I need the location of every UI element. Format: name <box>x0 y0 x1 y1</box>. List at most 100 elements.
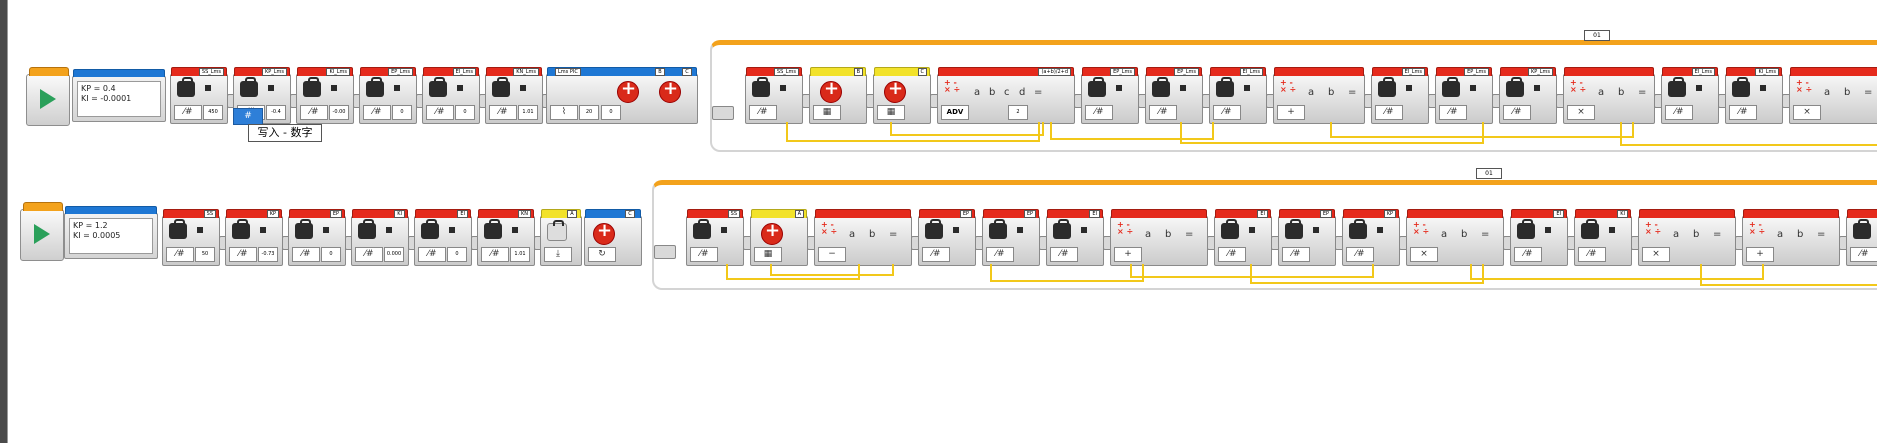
port-label[interactable]: B <box>655 68 665 76</box>
mode-selector[interactable]: ⁄# <box>355 247 383 262</box>
math-mode-selector[interactable]: × <box>1642 247 1670 262</box>
blue-pid-block[interactable]: Lms PIC B C 20 0 ⌇ <box>546 67 698 124</box>
program-block[interactable]: EP ⁄#0 <box>288 209 346 266</box>
program-block[interactable]: A▦ <box>750 209 808 266</box>
value-field[interactable]: 0 <box>447 247 467 262</box>
program-block[interactable]: EP_Lms ⁄#0 <box>359 67 417 124</box>
loop-block-row1[interactable] <box>710 40 1877 152</box>
block-name[interactable]: EP <box>1319 210 1332 218</box>
color-sensor-block[interactable]: A ⤓ <box>540 209 582 266</box>
mode-selector[interactable]: ▦ <box>813 105 841 120</box>
mode-selector[interactable]: ⁄# <box>1149 105 1177 120</box>
program-block[interactable]: KI ⁄#0.000 <box>351 209 409 266</box>
block-name[interactable]: EI <box>1553 210 1564 218</box>
mode-selector[interactable]: ⁄# <box>166 247 194 262</box>
math-mode-selector[interactable]: + <box>1746 247 1774 262</box>
value-field[interactable]: 1.01 <box>518 105 538 120</box>
program-block[interactable]: KN⁄#1.01 <box>477 209 535 266</box>
program-block[interactable]: EI⁄#0 <box>414 209 472 266</box>
block-name[interactable]: EI_Lms <box>1401 68 1425 76</box>
program-block[interactable]: B▦ <box>809 67 867 124</box>
value-field[interactable]: 0 <box>601 105 621 120</box>
loop-block-row2[interactable] <box>652 180 1877 290</box>
program-block[interactable]: EP ⁄# <box>918 209 976 266</box>
block-name[interactable]: SS <box>203 210 216 218</box>
start-block-row2[interactable] <box>20 202 64 261</box>
block-name[interactable]: EP <box>1023 210 1036 218</box>
mode-selector[interactable]: ⁄# <box>363 105 391 120</box>
mode-selector[interactable]: ▦ <box>877 105 905 120</box>
block-name[interactable]: EP_Lms <box>388 68 413 76</box>
mode-selector[interactable]: ⁄# <box>1346 247 1374 262</box>
block-name[interactable]: C <box>917 68 927 76</box>
program-block[interactable]: EP_Lms⁄# <box>1435 67 1493 124</box>
block-name[interactable]: KI_Lms <box>326 68 350 76</box>
program-block[interactable]: EP_Lms⁄# <box>1081 67 1139 124</box>
data-wire[interactable] <box>1620 122 1877 146</box>
program-block[interactable]: EI_Lms ⁄# <box>1371 67 1429 124</box>
data-wire[interactable] <box>1180 122 1484 144</box>
block-name[interactable]: KI <box>394 210 405 218</box>
mode-selector[interactable]: ⁄# <box>292 247 320 262</box>
program-block[interactable]: EP_Lms ⁄# <box>1145 67 1203 124</box>
mode-selector[interactable]: ⁄# <box>922 247 950 262</box>
block-name[interactable]: B <box>853 68 863 76</box>
play-icon[interactable] <box>40 89 56 109</box>
data-wire[interactable] <box>1050 122 1214 140</box>
program-block[interactable]: EI⁄# <box>1214 209 1272 266</box>
value-field[interactable]: -0.4 <box>266 105 286 120</box>
program-block[interactable]: SS_Lms⁄#450 <box>170 67 228 124</box>
value-field[interactable]: 0 <box>392 105 412 120</box>
comment-block-row2[interactable]: KP = 1.2 KI = 0.0005 <box>64 206 158 259</box>
mode-selector[interactable]: ⁄# <box>1218 247 1246 262</box>
block-name[interactable]: EI <box>457 210 468 218</box>
selected-mode-button[interactable]: # <box>233 108 263 125</box>
mode-selector[interactable]: ⁄# <box>986 247 1014 262</box>
mode-selector[interactable]: ⁄# <box>1375 105 1403 120</box>
program-block[interactable]: EI_Lms⁄# <box>1661 67 1719 124</box>
block-name[interactable]: EP <box>329 210 342 218</box>
data-wire[interactable] <box>990 264 1144 282</box>
mode-selector[interactable]: ⁄# <box>1085 105 1113 120</box>
block-name[interactable]: SS <box>727 210 740 218</box>
math-mode-selector[interactable]: + <box>1277 105 1305 120</box>
program-block[interactable]: KP⁄#-0.73 <box>225 209 283 266</box>
program-block[interactable]: EI ⁄# <box>1510 209 1568 266</box>
block-name[interactable]: EI_Lms <box>452 68 476 76</box>
data-wire[interactable] <box>726 264 860 280</box>
block-name[interactable]: EP_Lms <box>1174 68 1199 76</box>
value-field[interactable]: 0 <box>321 247 341 262</box>
program-block[interactable]: KN⁄# <box>1846 209 1877 266</box>
mode-selector[interactable]: ⁄# <box>1578 247 1606 262</box>
program-block[interactable]: KN_Lms⁄#1.01 <box>485 67 543 124</box>
program-block[interactable]: SS_Lms ⁄# <box>745 67 803 124</box>
mode-selector[interactable]: ▦ <box>754 247 782 262</box>
block-name[interactable]: A <box>794 210 804 218</box>
math-mode-selector[interactable]: × <box>1410 247 1438 262</box>
data-wire[interactable] <box>770 264 894 276</box>
program-block[interactable]: KI_Lms⁄# <box>1725 67 1783 124</box>
mode-selector[interactable]: ⁄# <box>426 105 454 120</box>
data-wire[interactable] <box>1250 264 1484 284</box>
value-field[interactable]: 50 <box>195 247 215 262</box>
program-block[interactable]: EI_Lms⁄# <box>1209 67 1267 124</box>
math-mode-selector[interactable]: − <box>818 247 846 262</box>
block-name[interactable]: KN <box>517 210 531 218</box>
program-block[interactable]: EP ⁄# <box>982 209 1040 266</box>
mode-selector[interactable]: ⁄# <box>690 247 718 262</box>
block-name[interactable]: EP <box>959 210 972 218</box>
mode-selector[interactable]: ⁄# <box>749 105 777 120</box>
program-block[interactable]: EI⁄# <box>1046 209 1104 266</box>
data-wire[interactable] <box>786 122 1040 142</box>
mode-selector[interactable]: ⁄# <box>1514 247 1542 262</box>
data-wire[interactable] <box>1700 264 1877 286</box>
program-block[interactable]: KI_Lms⁄#-0.00 <box>296 67 354 124</box>
value-field[interactable]: 0.000 <box>384 247 404 262</box>
block-name[interactable]: SS_Lms <box>773 68 799 76</box>
mode-selector[interactable]: ⁄# <box>1213 105 1241 120</box>
value-field[interactable]: 2 <box>1008 105 1028 120</box>
